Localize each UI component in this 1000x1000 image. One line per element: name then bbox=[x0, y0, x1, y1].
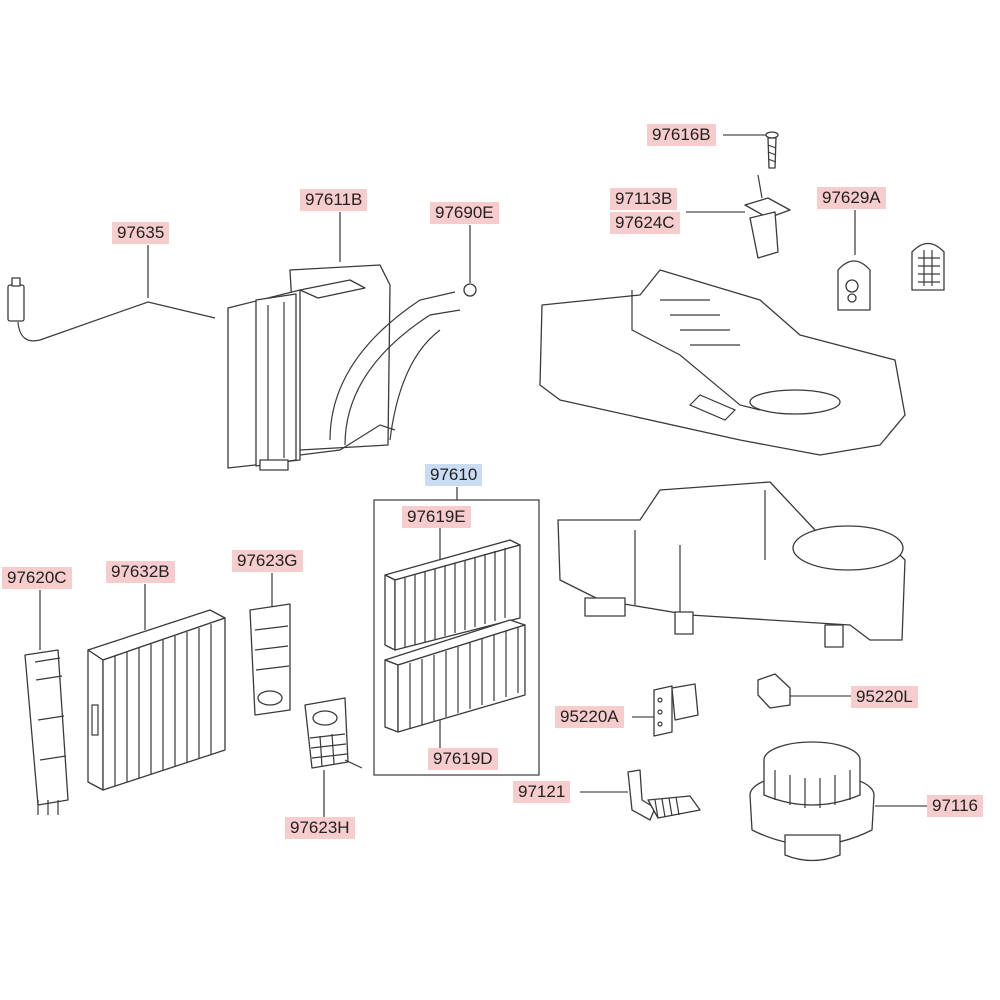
label-97113B[interactable]: 97113B bbox=[610, 188, 678, 210]
lower-blower-case[interactable] bbox=[557, 481, 906, 648]
filter-cover[interactable] bbox=[249, 603, 291, 716]
label-97116[interactable]: 97116 bbox=[927, 795, 984, 817]
filter-cover-lower[interactable] bbox=[304, 697, 363, 769]
grommet-97629A[interactable] bbox=[837, 242, 945, 311]
label-97690E[interactable]: 97690E bbox=[430, 202, 499, 224]
leader-lines bbox=[39, 134, 927, 817]
label-97635[interactable]: 97635 bbox=[112, 222, 170, 244]
label-97623H[interactable]: 97623H bbox=[285, 817, 355, 839]
cabin-filter[interactable] bbox=[87, 609, 226, 791]
o-ring[interactable] bbox=[463, 283, 477, 297]
evaporator-core[interactable] bbox=[227, 264, 461, 471]
label-97632B[interactable]: 97632B bbox=[106, 561, 175, 583]
filter-assembly-box bbox=[373, 499, 540, 776]
label-97620C[interactable]: 97620C bbox=[2, 567, 72, 589]
label-97624C[interactable]: 97624C bbox=[610, 212, 680, 234]
filter-bracket[interactable] bbox=[24, 649, 69, 815]
label-97619D[interactable]: 97619D bbox=[428, 748, 498, 770]
air-filter-upper[interactable] bbox=[384, 539, 521, 651]
blower-resistor[interactable] bbox=[744, 174, 791, 259]
label-97623G[interactable]: 97623G bbox=[232, 550, 303, 572]
connector-95220A[interactable] bbox=[653, 683, 699, 737]
upper-heater-case[interactable] bbox=[539, 269, 906, 456]
label-97619E[interactable]: 97619E bbox=[402, 506, 471, 528]
label-97610[interactable]: 97610 bbox=[425, 464, 483, 486]
air-filter-lower[interactable] bbox=[384, 619, 526, 733]
label-95220L[interactable]: 95220L bbox=[851, 686, 918, 708]
label-95220A[interactable]: 95220A bbox=[555, 706, 624, 728]
temperature-sensor[interactable] bbox=[7, 277, 216, 342]
label-97611B[interactable]: 97611B bbox=[300, 189, 368, 211]
drain-hose[interactable] bbox=[627, 769, 701, 821]
blower-motor[interactable] bbox=[749, 741, 875, 862]
label-97629A[interactable]: 97629A bbox=[817, 187, 886, 209]
connector-95220L[interactable] bbox=[757, 673, 791, 709]
screw-97616B[interactable] bbox=[765, 131, 779, 169]
label-97121[interactable]: 97121 bbox=[513, 781, 571, 803]
label-97616B[interactable]: 97616B bbox=[647, 124, 716, 146]
